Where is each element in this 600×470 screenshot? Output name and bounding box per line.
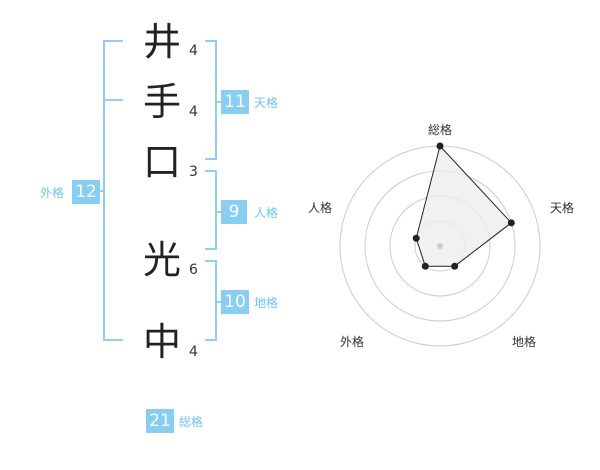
- gaikaku-bracket-tick: [103, 99, 123, 101]
- soukaku-value: 21: [146, 409, 174, 433]
- jinkaku-bracket-tick: [215, 211, 222, 213]
- radar-center-dot: [437, 243, 443, 249]
- name-char-2: 手: [142, 80, 181, 124]
- gaikaku-bracket-tick-lower: [95, 190, 105, 192]
- tenkaku-value: 11: [221, 90, 249, 114]
- chikaku-value: 10: [221, 290, 249, 314]
- stroke-count-5: 4: [189, 344, 198, 360]
- tenkaku-bracket-tick: [215, 101, 222, 103]
- tenkaku-label: 天格: [254, 96, 279, 110]
- stroke-count-3: 3: [189, 164, 198, 180]
- radar-point-0: [436, 142, 444, 150]
- name-char-3: 口: [142, 140, 181, 184]
- gaikaku-bracket: [103, 40, 123, 341]
- chikaku-label: 地格: [254, 296, 279, 310]
- radar-point-1: [507, 219, 515, 227]
- chikaku-bracket-tick: [215, 301, 222, 303]
- name-char-4: 光: [142, 238, 181, 282]
- radar-chart: 総格 天格 地格 外格 人格: [308, 122, 574, 349]
- jinkaku-bracket: [205, 170, 217, 250]
- name-char-1: 井: [142, 20, 181, 64]
- stroke-count-2: 4: [189, 104, 198, 120]
- chikaku-bracket: [205, 260, 217, 341]
- radar-data-polygon: [415, 144, 513, 267]
- gaikaku-value: 12: [72, 180, 100, 204]
- jinkaku-value: 9: [221, 200, 247, 224]
- gaikaku-label: 外格: [40, 186, 65, 200]
- soukaku-label: 総格: [179, 415, 204, 429]
- tenkaku-bracket: [205, 40, 217, 160]
- radar-point-3: [421, 262, 429, 270]
- radar-label-tenkaku: 天格: [550, 200, 574, 215]
- radar-label-jinkaku: 人格: [308, 200, 332, 215]
- name-char-5: 中: [142, 320, 181, 364]
- radar-point-4: [412, 234, 420, 242]
- jinkaku-label: 人格: [254, 206, 279, 220]
- radar-label-soukaku: 総格: [428, 122, 452, 137]
- stroke-count-4: 6: [189, 262, 198, 278]
- radar-points: [412, 142, 515, 270]
- radar-label-gaikaku: 外格: [340, 334, 364, 349]
- radar-point-2: [451, 262, 459, 270]
- stroke-count-1: 4: [189, 43, 198, 59]
- radar-label-chikaku: 地格: [512, 334, 536, 349]
